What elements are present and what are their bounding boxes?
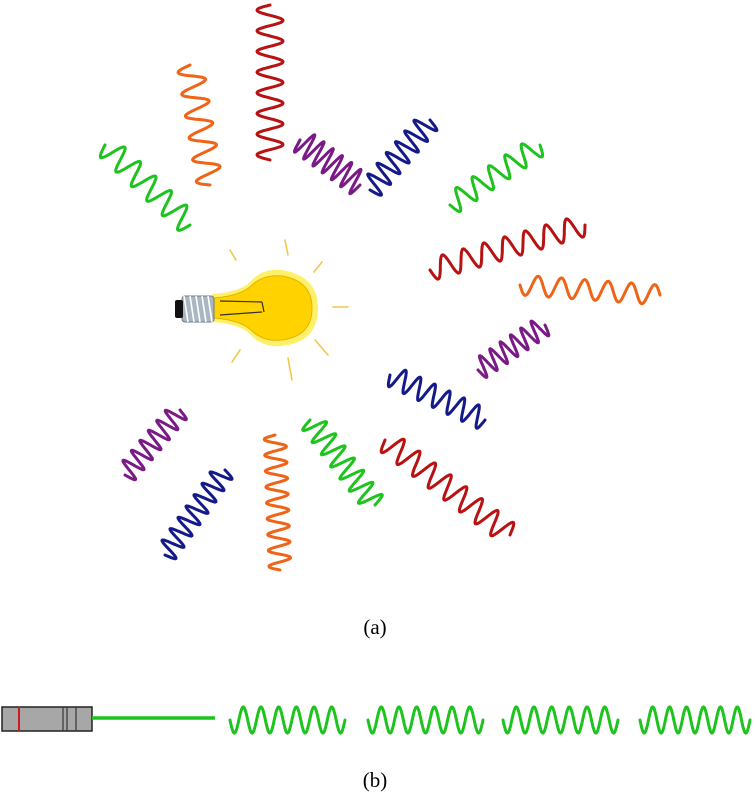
wave-green-3 xyxy=(98,143,192,232)
socket-thread xyxy=(189,295,195,323)
laser-pointer-icon xyxy=(1,706,215,732)
wave-purple-4 xyxy=(292,133,363,196)
wave-purple-15 xyxy=(121,408,188,482)
socket-thread xyxy=(183,295,189,323)
light-ray-7 xyxy=(229,249,237,261)
light-ray-4 xyxy=(314,339,329,356)
bulb-contact xyxy=(175,300,183,318)
panel-b-label: (b) xyxy=(362,768,388,792)
coherent-waves xyxy=(228,705,752,735)
panel-a-label: (a) xyxy=(363,615,387,639)
bulb-filament xyxy=(219,300,265,316)
wave-orange-8 xyxy=(518,274,662,306)
wave-red-1 xyxy=(255,3,285,162)
wave-red-7 xyxy=(428,217,587,281)
light-ray-2 xyxy=(313,261,323,273)
socket-thread xyxy=(207,295,213,323)
wave-blue-10 xyxy=(386,368,487,430)
wave-purple-9 xyxy=(476,319,551,379)
wave-red-11 xyxy=(379,437,516,538)
laser-body xyxy=(1,706,93,732)
wave-green-6 xyxy=(448,142,545,214)
coherent-wave-1 xyxy=(228,705,347,735)
wave-orange-13 xyxy=(262,433,293,572)
socket-thread xyxy=(195,295,201,323)
coherent-wave-4 xyxy=(638,705,752,735)
incoherent-waves xyxy=(98,3,662,572)
coherent-wave-2 xyxy=(366,705,485,735)
coherent-wave-3 xyxy=(501,705,620,735)
panel-a-incoherent-light xyxy=(98,3,662,572)
wave-blue-14 xyxy=(160,468,234,561)
panel-b-coherent-light xyxy=(1,705,752,735)
light-ray-5 xyxy=(287,357,293,381)
light-ray-1 xyxy=(284,239,289,256)
wave-orange-2 xyxy=(176,63,222,187)
light-bulb-icon xyxy=(175,239,349,381)
wave-green-12 xyxy=(301,418,384,507)
wave-blue-5 xyxy=(366,118,439,197)
light-ray-6 xyxy=(231,349,241,363)
socket-thread xyxy=(201,295,207,323)
